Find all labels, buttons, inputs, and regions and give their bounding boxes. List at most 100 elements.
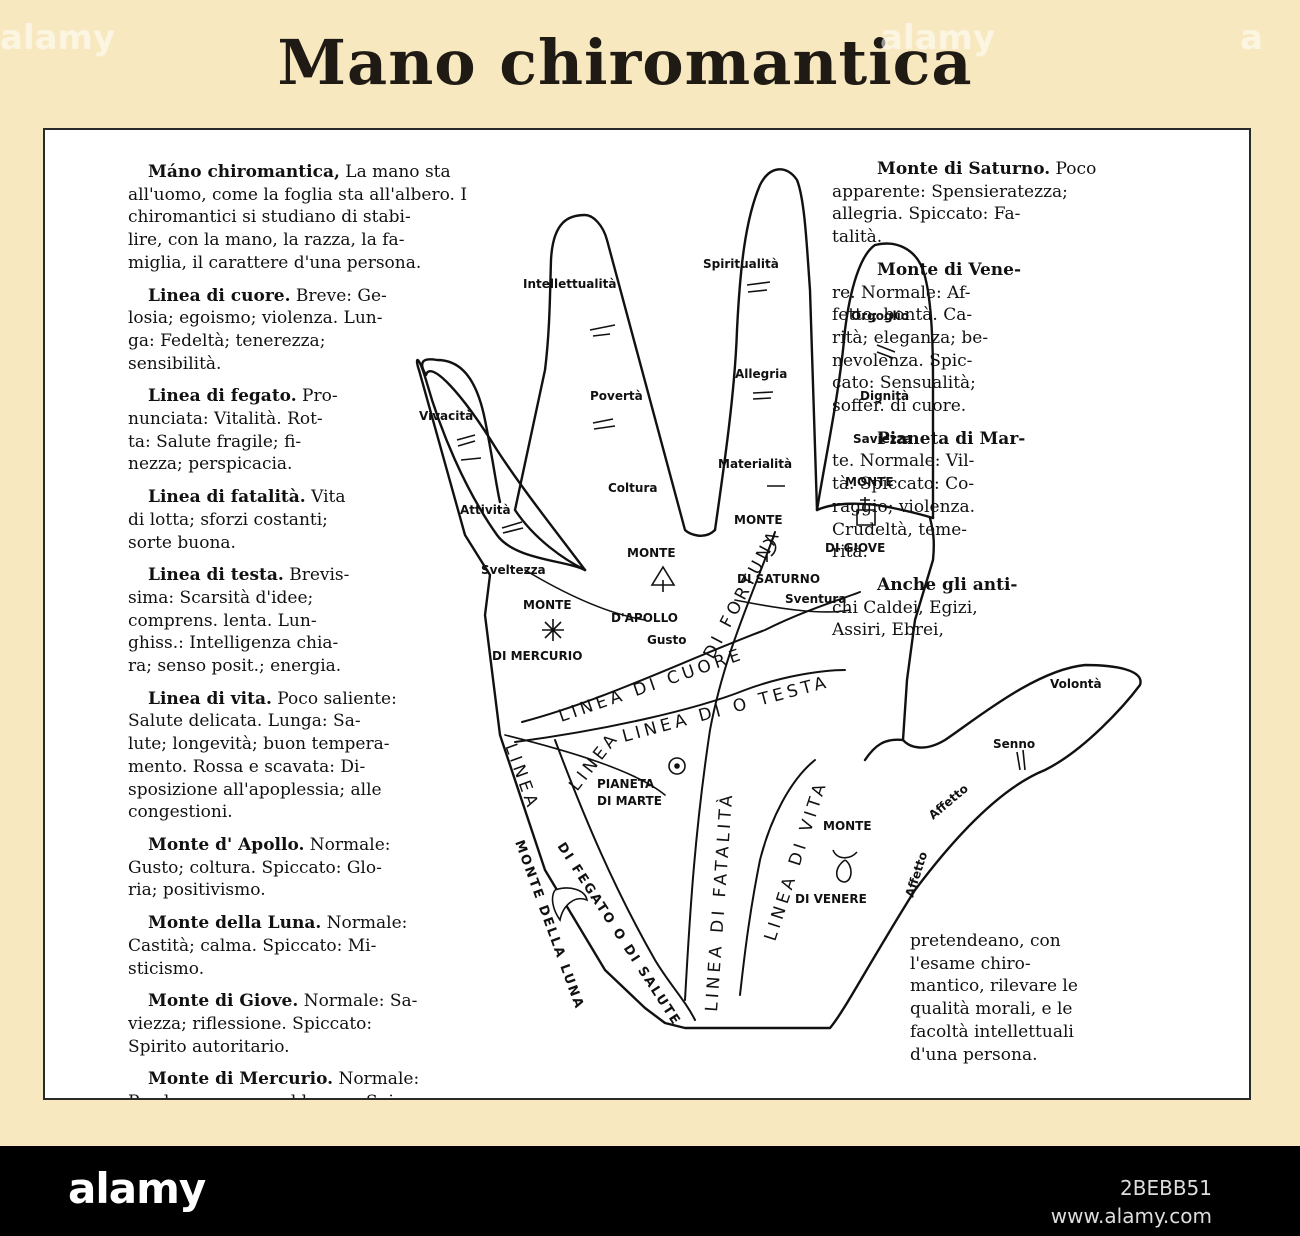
text-line: d'una persona. [910,1044,1038,1065]
text-line: Monte di Mercurio. Normale: [148,1069,420,1090]
text-line: Linea di vita. Poco saliente: [148,688,397,709]
paragraph: Linea di cuore. Breve: Ge-losia; egoismo… [128,285,548,376]
label-senno: Senno [993,737,1035,751]
senno-mark [1016,749,1026,771]
label-linea-fegato: LINEA [500,741,543,813]
label-volonta: Volontà [1050,677,1102,691]
text-line: Assiri, Ebrei, [832,620,944,641]
text-line: fetto; bontà. Ca- [832,305,973,326]
mars-line [504,734,666,796]
text-line: Monte d' Apollo. Normale: [148,834,391,855]
text-line: rità. [832,542,868,563]
fate-line [684,531,776,1001]
label-saviezza: Saviezza [853,432,912,446]
label-monte-mercurio: MONTE [523,598,572,612]
label-monte-saturno: MONTE [734,513,783,527]
label-dapollo: D'APOLLO [611,611,678,625]
label-vivacita: Vivacità [419,409,473,423]
paragraph: Linea di testa. Brevis-sima: Scarsità d'… [128,564,548,678]
text-line: Castità; calma. Spiccato: Mi- [128,935,377,956]
text-line: Linea di fegato. Pro- [148,386,338,407]
liver-line [554,739,696,1021]
paragraph: Monte della Luna. Normale:Castità; calma… [128,912,548,980]
life-line [739,759,816,996]
label-dignita: Dignità [860,389,909,403]
text-line: raggio; violenza. [832,496,976,517]
label-orgoglio: Orgoglio [851,309,909,323]
text-line: apparente: Spensieratezza; [832,181,1068,202]
text-line: Spirito autoritario. [128,1036,290,1057]
paragraph: Linea di vita. Poco saliente:Salute deli… [128,688,548,824]
label-di-giove: DI GIOVE [825,541,885,555]
label-pianeta: PIANETA [597,777,655,791]
label-di-fortuna: DI FORTUNA [700,525,785,662]
text-line: chi Caldei, Egizi, [832,597,978,618]
text-line: ta: Salute fragile; fi- [128,431,302,452]
text-line: Monte della Luna. Normale: [148,913,408,934]
text-line: sticismo. [128,958,205,979]
text-line: Monte di Saturno. Poco [877,159,1097,179]
paragraph: Monte di Giove. Normale: Sa-viezza; rifl… [128,990,548,1058]
mercury-star [542,619,564,641]
label-sveltezza: Sveltezza [481,563,546,577]
saturn-symbol [762,539,777,562]
paragraph: Monte di Mercurio. Normale:Prudenza; amo… [128,1068,548,1098]
text-line: losia; egoismo; violenza. Lun- [128,308,383,329]
watermark: a [1240,18,1263,58]
label-coltura: Coltura [608,481,657,495]
text-line: sima: Scarsità d'idee; [128,587,314,608]
text-line: Anche gli anti- [877,574,1018,595]
jupiter-symbol [856,497,876,526]
thumb-inner [863,738,905,762]
index-finger [815,242,935,520]
label-monte-giove: MONTE [845,475,894,489]
text-line: mantico, rilevare le [910,976,1078,997]
watermark: alamy [0,18,116,58]
moon-symbol [551,887,589,922]
page-title: Mano chiromantica [277,26,973,99]
middle-finger [713,168,819,532]
mars-symbol [668,757,686,775]
text-line: lire, con la mano, la razza, la fa- [128,230,405,251]
venus-symbol [832,849,858,883]
text-line: all'uomo, come la foglia sta all'albero.… [128,184,468,205]
text-line: lute; longevità; buon tempera- [128,734,390,755]
label-poverta: Povertà [590,389,643,403]
image-id: 2BEBB51 [1120,1176,1212,1200]
text-line: re. Normale: Af- [832,282,971,303]
text-line: di lotta; sforzi costanti; [128,509,328,530]
ring-finger [513,213,717,572]
label-linea-di-vita: LINEA DI VITA [761,778,832,944]
text-line: viezza; riflessione. Spiccato: [128,1013,373,1034]
text-line: pretendeano, con [910,931,1061,951]
label-intellettualita: Intellettualità [523,277,616,291]
label-gusto: Gusto [647,633,687,647]
text-line: sposizione all'apoplessia; alle [128,779,382,800]
label-sventura: Sventura [785,592,846,606]
watermark: alamy [880,18,996,58]
text-line: Monte di Giove. Normale: Sa- [148,991,418,1012]
text-line: sorte buona. [128,532,236,553]
text-line: rità; eleganza; be- [832,327,989,348]
paragraph: Pianeta di Mar-te. Normale: Vil-tà. Spic… [832,428,1154,564]
text-line: congestioni. [128,802,233,823]
text-line: cato: Sensualità; [832,373,976,394]
paragraph: Linea di fegato. Pro-nunciata: Vitalità.… [128,385,548,476]
footer-bar: alamy 2BEBB51 www.alamy.com [0,1146,1300,1236]
text-line: miglia, il carattere d'una persona. [128,252,422,273]
text-line: sensibilità. [128,353,222,374]
apollo-symbol [650,565,676,592]
hand-outline [415,358,1142,1030]
text-line: ria; positivismo. [128,880,266,901]
label-di-mercurio: DI MERCURIO [492,649,582,663]
text-line: Linea di cuore. Breve: Ge- [148,285,387,306]
heart-line [521,591,861,723]
text-line: ra; senso posit.; energia. [128,656,342,677]
text-line: mento. Rossa e scavata: Di- [128,756,366,777]
text-line: tà. Spiccato: Co- [832,474,975,495]
paragraph: Monte d' Apollo. Normale:Gusto; coltura.… [128,834,548,902]
text-line: Salute delicata. Lunga: Sa- [128,711,361,732]
